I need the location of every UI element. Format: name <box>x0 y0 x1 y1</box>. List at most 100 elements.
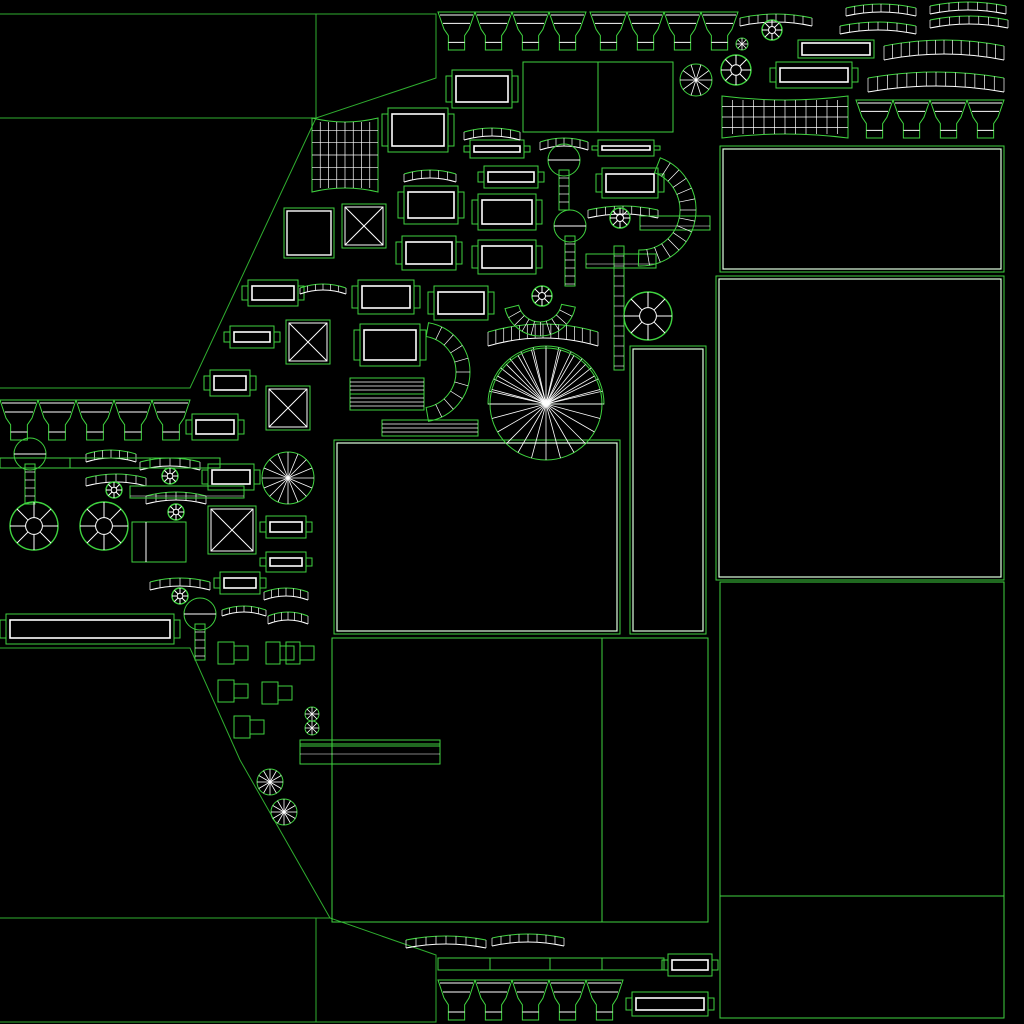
uv-island-arch-strip <box>299 283 347 295</box>
uv-island-pillar-capital <box>437 11 476 51</box>
uv-island-pillar-capital-outline <box>151 399 191 441</box>
uv-island-pillar-capital-outline <box>585 979 624 1021</box>
uv-island-tile-pyramid-diag <box>210 508 254 552</box>
uv-island-radial-fan-spoke <box>545 403 561 459</box>
uv-island-tile-inner <box>455 75 509 103</box>
uv-island-arch-strip <box>491 933 565 947</box>
uv-island-tile <box>203 369 257 397</box>
uv-island-arch-strip <box>405 935 487 949</box>
uv-island-tile <box>201 463 261 491</box>
uv-island-wheel-spoke <box>86 508 99 521</box>
uv-island-tile <box>381 107 455 153</box>
uv-island-tile-side <box>471 199 479 225</box>
uv-island-stair-curve-step <box>672 232 687 242</box>
uv-island-tile-side <box>397 191 405 219</box>
uv-island-wheel-spoke <box>739 73 747 81</box>
uv-island-rail <box>129 485 245 499</box>
uv-island-tile-side <box>305 521 313 533</box>
uv-island-arch-strip <box>149 577 211 591</box>
uv-island-tile <box>477 165 545 189</box>
uv-island-tile <box>661 953 719 977</box>
uv-island-wheel-spoke <box>630 298 643 311</box>
uv-island-tile-side <box>427 291 435 315</box>
uv-island-radial-fan-spoke <box>545 349 561 405</box>
uv-island-lamp-post <box>558 169 570 211</box>
uv-island-tile-side <box>237 419 245 435</box>
uv-island-radial-fan-spoke <box>741 43 747 49</box>
uv-island-wheel-spoke <box>109 531 122 544</box>
uv-island-tile-inner <box>635 997 705 1011</box>
uv-island-tile-stud-b <box>233 645 249 661</box>
uv-island-tile-side <box>457 191 465 219</box>
uv-island-arch-strip <box>263 587 309 601</box>
uv-island-arch-strip <box>221 605 267 617</box>
uv-island-radial-fan-spoke <box>263 467 289 479</box>
uv-island-radial-fan-spoke <box>545 389 601 405</box>
uv-island-radial-fan-spoke <box>741 39 747 45</box>
uv-island-radial-fan <box>489 347 603 461</box>
uv-panels <box>331 61 1005 1019</box>
uv-island-arch-strip <box>929 1 1007 15</box>
uv-island-stair-curve-step <box>450 390 463 399</box>
uv-island-pillar-capital <box>700 11 739 51</box>
uv-island-lamp <box>553 209 587 287</box>
uv-island-tile-pyramid-inner <box>344 206 384 246</box>
uv-island-tile-pyramid <box>285 319 331 365</box>
uv-island-tile <box>241 279 305 307</box>
uv-island-lamp-post <box>24 463 36 505</box>
uv-island-radial-fan-spoke <box>695 70 710 81</box>
uv-island-pillar-capital-outline <box>892 99 931 139</box>
uv-island-tile-side <box>455 241 463 265</box>
uv-island-radial-fan-spoke <box>269 781 282 789</box>
uv-island-radial-fan-spoke <box>311 722 318 729</box>
uv-island-pillar-capital-outline <box>589 11 628 51</box>
uv-island-tile-side <box>851 67 859 83</box>
uv-island-arch-strip <box>267 611 309 625</box>
uv-island-tile-stud-b <box>249 719 265 735</box>
uv-island-tile-pyramid <box>207 505 257 555</box>
uv-island-radial-fan-spoke <box>545 375 595 405</box>
uv-island-tile-side <box>537 171 545 183</box>
uv-island-tile-side <box>711 959 719 971</box>
uv-island-stair-curve-step <box>521 318 530 332</box>
uv-island-wheel-spoke <box>16 508 29 521</box>
uv-island-pillar-capital-outline <box>37 399 77 441</box>
uv-island-panel-inner <box>722 148 1002 270</box>
uv-island-rail-bar-inner <box>801 42 871 56</box>
uv-island-stair-curve-step <box>454 357 469 363</box>
uv-island-tile-stud <box>217 641 249 665</box>
uv-island-radial-fan-spoke <box>491 403 547 419</box>
uv-island-radial-fan-spoke <box>517 403 547 453</box>
uv-island-lamp-post <box>194 623 206 661</box>
uv-island-pillar-capital-outline <box>437 11 476 51</box>
uv-island-tile-side <box>591 145 599 151</box>
uv-island-panel-border <box>719 581 1005 1019</box>
uv-island-radial-fan-spoke <box>287 477 299 503</box>
uv-island-pillar-capital-outline <box>437 979 476 1021</box>
uv-island-radial-fan-half-spoke <box>509 358 547 405</box>
uv-island-panel-border <box>629 345 707 635</box>
uv-island-tile-side <box>201 469 209 485</box>
uv-island-stair-curve <box>504 303 576 337</box>
uv-island-arch-strip-bottom <box>929 23 1009 29</box>
uv-island-tile-inner <box>671 959 709 971</box>
uv-island-panel-border <box>715 275 1005 581</box>
uv-island-wheel-spoke <box>171 477 177 483</box>
uv-island-tile-inner <box>601 145 651 151</box>
uv-island-tile-side <box>487 291 495 315</box>
uv-island-wheel-spoke <box>39 531 52 544</box>
uv-island-tile <box>353 323 427 367</box>
uv-island-tile-stud <box>265 641 295 665</box>
uv-island-radial-fan-spoke <box>287 459 307 479</box>
uv-island-wheel-spoke <box>534 288 540 294</box>
uv-island-tile-inner <box>405 241 453 265</box>
uv-island-panel-inner <box>336 442 618 632</box>
uv-island-panel-border <box>719 145 1005 273</box>
uv-island-stair-curve-step <box>551 318 560 331</box>
uv-island-tile-stud-b <box>299 645 315 661</box>
uv-island-wheel-spoke <box>544 288 550 294</box>
uv-island-lattice <box>721 95 849 139</box>
uv-island-panel <box>719 581 1005 1019</box>
uv-island-tile <box>0 613 181 645</box>
uv-island-radial-fan-half-spoke <box>500 367 547 405</box>
